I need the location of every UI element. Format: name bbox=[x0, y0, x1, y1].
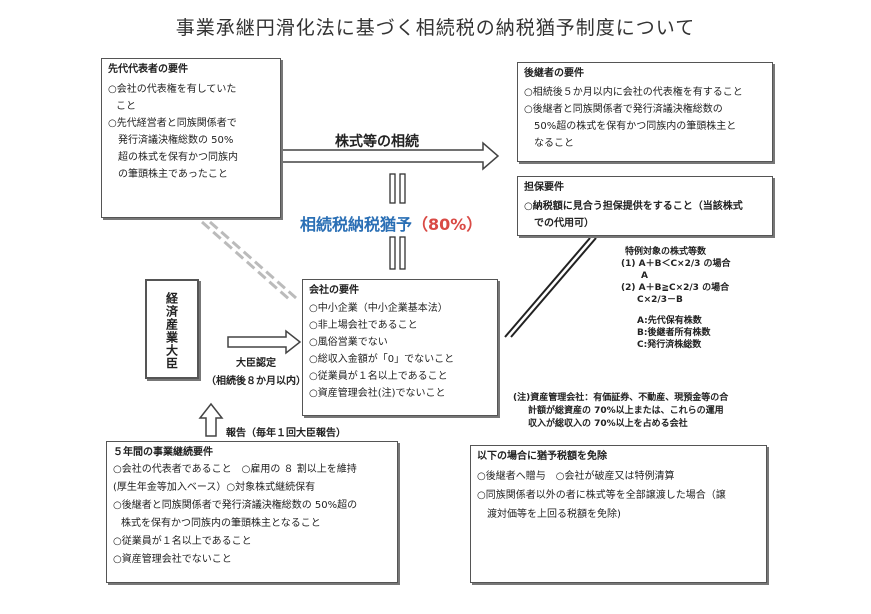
exemption-title: 以下の場合に猶予税額を免除 bbox=[477, 451, 607, 462]
predecessor-title: 先代代表者の要件 bbox=[108, 64, 188, 75]
certification-label: 大臣認定 bbox=[236, 358, 276, 369]
predecessor-line: こと bbox=[116, 101, 136, 112]
report-arrow bbox=[198, 402, 224, 437]
tax-grace-label: 相続税納税猶予（80%） bbox=[300, 211, 482, 235]
successor-requirements-box: 後継者の要件 ○相続後５か月以内に会社の代表権を有すること ○後継者と同族関係者… bbox=[517, 62, 773, 162]
tax-grace-text: 相続税納税猶予 bbox=[300, 215, 413, 234]
special-shares-line: C×2/3－B bbox=[637, 295, 683, 305]
tax-grace-percent: （80%） bbox=[412, 215, 483, 234]
inheritance-label: 株式等の相続 bbox=[335, 134, 419, 150]
special-shares-line: (1) A＋B＜C×2/3 の場合 bbox=[621, 259, 731, 269]
inheritance-arrow bbox=[281, 141, 500, 171]
certification-arrow bbox=[227, 329, 302, 355]
company-line: ○資産管理会社(注)でないこと bbox=[309, 388, 446, 399]
five-year-title: ５年間の事業継続要件 bbox=[113, 447, 213, 458]
special-shares-legend: C:発行済株総数 bbox=[637, 340, 702, 350]
collateral-link-a bbox=[504, 237, 591, 338]
successor-line: ○後継者と同族関係者で発行済議決権総数の bbox=[524, 104, 723, 115]
company-line: ○非上場会社であること bbox=[309, 320, 418, 331]
special-shares-line: 特例対象の株式等数 bbox=[625, 247, 707, 257]
collateral-line: ○納税額に見合う担保提供をすること（当該株式 bbox=[524, 201, 743, 212]
special-shares-line: (2) A＋B≧C×2/3 の場合 bbox=[621, 283, 730, 293]
company-line: ○総収入金額が「0」でないこと bbox=[309, 354, 455, 365]
equals-bar-top-a bbox=[389, 173, 396, 204]
five-year-line: ○後継者と同族関係者で発行済議決権総数の 50%超の bbox=[113, 500, 358, 511]
predecessor-line: の筆頭株主であったこと bbox=[118, 169, 228, 180]
predecessor-line: 発行済議決権総数の 50% bbox=[118, 135, 234, 146]
minister-label: 経済産業大臣 bbox=[164, 292, 179, 370]
company-requirements-box: 会社の要件 ○中小企業（中小企業基本法） ○非上場会社であること ○風俗営業でな… bbox=[302, 279, 498, 416]
predecessor-line: ○先代経営者と同族関係者で bbox=[108, 118, 237, 129]
collateral-line: での代用可） bbox=[534, 218, 594, 229]
five-year-line: ○従業員が１名以上であること bbox=[113, 536, 252, 547]
page-title: 事業承継円滑化法に基づく相続税の納税猶予制度について bbox=[175, 17, 696, 39]
equals-bar-bottom-a bbox=[389, 236, 396, 270]
special-shares: 特例対象の株式等数 (1) A＋B＜C×2/3 の場合 A (2) A＋B≧C×… bbox=[621, 246, 731, 351]
five-year-line: ○資産管理会社でないこと bbox=[113, 554, 232, 565]
successor-title: 後継者の要件 bbox=[524, 68, 584, 79]
certification-note: （相続後８か月以内） bbox=[206, 376, 306, 387]
predecessor-requirements-box: 先代代表者の要件 ○会社の代表権を有していた こと ○先代経営者と同族関係者で … bbox=[101, 58, 281, 218]
five-year-line: 株式を保有かつ同族内の筆頭株主となること bbox=[121, 518, 321, 529]
asset-company-note: (注)資産管理会社：有価証券、不動産、現預金等の合 計額が総資産の 70%以上ま… bbox=[513, 392, 728, 431]
company-title: 会社の要件 bbox=[309, 285, 359, 296]
dashed-link bbox=[201, 220, 291, 302]
company-line: ○中小企業（中小企業基本法） bbox=[309, 303, 448, 314]
exemption-line: 渡対価等を上回る税額を免除) bbox=[487, 509, 621, 520]
predecessor-line: 超の株式を保有かつ同族内 bbox=[118, 152, 238, 163]
minister-box: 経済産業大臣 bbox=[145, 279, 199, 379]
note-line: 収入が総収入の 70%以上を占める会社 bbox=[528, 419, 688, 429]
company-line: ○風俗営業でない bbox=[309, 337, 388, 348]
note-line: (注)資産管理会社：有価証券、不動産、現預金等の合 bbox=[513, 393, 729, 403]
collateral-requirements-box: 担保要件 ○納税額に見合う担保提供をすること（当該株式 での代用可） bbox=[517, 176, 773, 236]
successor-line: なること bbox=[534, 138, 574, 149]
note-line: 計額が総資産の 70%以上または、これらの運用 bbox=[528, 406, 724, 416]
five-year-line: ○会社の代表者であること ○雇用の ８ 割以上を維持 bbox=[113, 464, 357, 475]
exemption-line: ○同族関係者以外の者に株式等を全部譲渡した場合（譲 bbox=[477, 490, 726, 501]
report-label: 報告（毎年１回大臣報告） bbox=[226, 428, 346, 439]
company-line: ○従業員が１名以上であること bbox=[309, 371, 448, 382]
successor-line: ○相続後５か月以内に会社の代表権を有すること bbox=[524, 87, 743, 98]
successor-line: 50%超の株式を保有かつ同族内の筆頭株主と bbox=[534, 121, 737, 132]
exemption-box: 以下の場合に猶予税額を免除 ○後継者へ贈与 ○会社が破産又は特例清算 ○同族関係… bbox=[470, 445, 767, 583]
five-year-line: (厚生年金等加入ベース）○対象株式継続保有 bbox=[113, 482, 316, 493]
exemption-line: ○後継者へ贈与 ○会社が破産又は特例清算 bbox=[477, 471, 675, 482]
predecessor-line: ○会社の代表権を有していた bbox=[108, 84, 237, 95]
special-shares-legend: A:先代保有株数 bbox=[637, 316, 702, 326]
five-year-requirements-box: ５年間の事業継続要件 ○会社の代表者であること ○雇用の ８ 割以上を維持 (厚… bbox=[106, 441, 398, 583]
collateral-title: 担保要件 bbox=[524, 182, 564, 193]
special-shares-legend: B:後継者所有株数 bbox=[637, 328, 711, 338]
special-shares-line: A bbox=[641, 271, 648, 281]
collateral-link-b bbox=[510, 237, 597, 338]
